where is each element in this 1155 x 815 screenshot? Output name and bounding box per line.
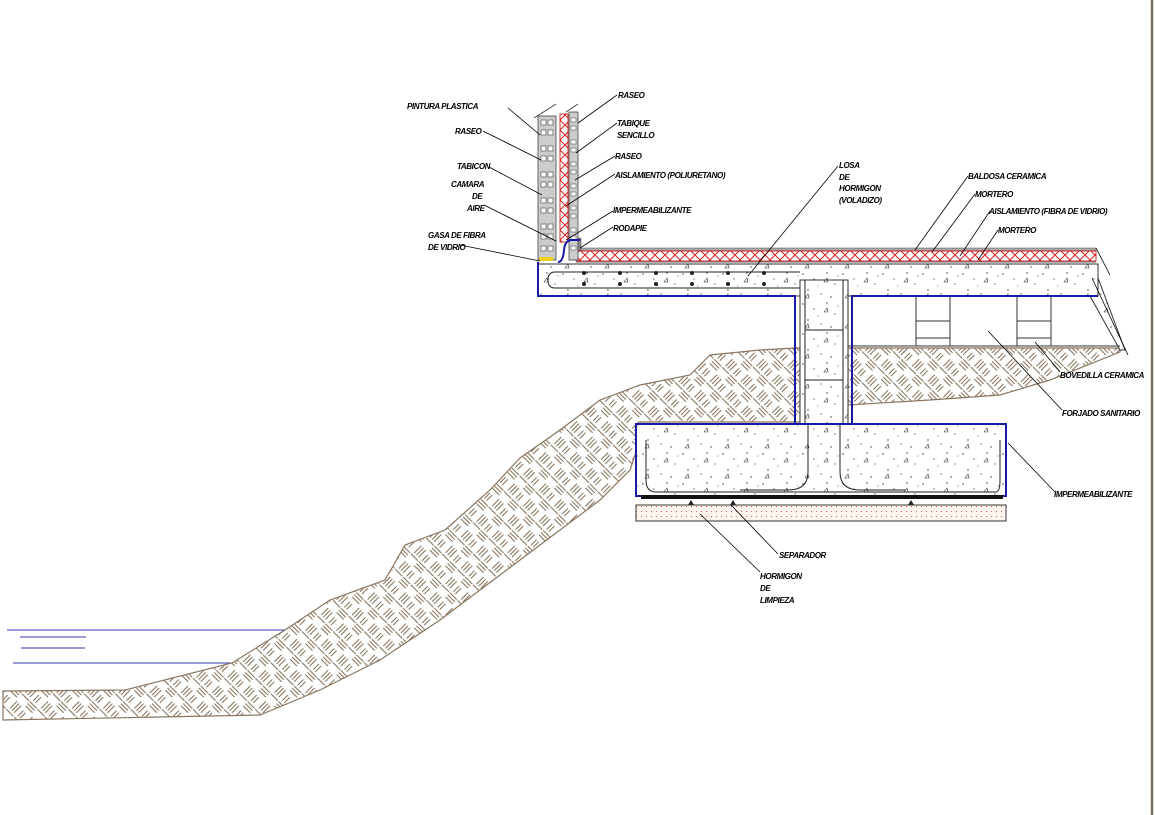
floor-insulation — [575, 250, 1097, 262]
lean-concrete — [635, 504, 1007, 522]
water-level-lines — [7, 629, 285, 664]
label-camara-1: CAMARA — [451, 180, 485, 189]
label-hormigon-limpieza-3: LIMPIEZA — [760, 596, 795, 605]
label-camara-3: AIRE — [466, 204, 486, 213]
footing — [635, 423, 1007, 497]
label-tabique-2: SENCILLO — [617, 131, 655, 140]
bovedilla-blocks — [848, 295, 1120, 347]
label-camara-2: DE — [472, 192, 483, 201]
label-aislamiento-fibra: AISLAMIENTO (FIBRA DE VIDRIO) — [988, 207, 1108, 216]
terrain-soil — [2, 347, 801, 721]
label-losa-2: DE — [839, 173, 850, 182]
label-impermeabilizante-right: IMPERMEABILIZANTE — [1054, 490, 1133, 499]
label-bovedilla-ceramica: BOVEDILLA CERAMICA — [1060, 371, 1145, 380]
wall-insulation — [559, 113, 569, 243]
label-baldosa-ceramica: BALDOSA CERAMICA — [968, 172, 1047, 181]
column — [799, 279, 849, 426]
label-gasa-1: GASA DE FIBRA — [428, 231, 486, 240]
label-losa-1: LOSA — [839, 161, 860, 170]
label-mortero-2: MORTERO — [998, 226, 1037, 235]
footing-bottom-bar — [641, 495, 1003, 499]
label-pintura-plastica: PINTURA PLASTICA — [407, 102, 479, 111]
leader-lines — [459, 94, 1129, 573]
label-mortero-1: MORTERO — [975, 190, 1014, 199]
wall-tabicon — [533, 103, 557, 261]
wall-tabique — [565, 103, 582, 261]
label-losa-4: (VOLADIZO) — [839, 196, 882, 205]
label-gasa-2: DE VIDRIO — [428, 243, 466, 252]
label-tabique-1: TABIQUE — [617, 119, 651, 128]
label-losa-3: HORMIGON — [839, 184, 881, 193]
annotation-labels: PINTURA PLASTICA RASEO TABICON CAMARA DE… — [407, 91, 1145, 605]
label-hormigon-limpieza-2: DE — [760, 584, 771, 593]
label-impermeabilizante-top: IMPERMEABILIZANTE — [613, 206, 692, 215]
label-raseo-top: RASEO — [618, 91, 646, 100]
label-forjado-sanitario: FORJADO SANITARIO — [1062, 409, 1141, 418]
slab-reinforcement — [547, 271, 800, 289]
label-separador: SEPARADOR — [779, 551, 827, 560]
floor-finish-tile — [575, 247, 1097, 252]
label-rodapie: RODAPIE — [613, 224, 648, 233]
label-tabicon: TABICON — [457, 162, 491, 171]
waterproofing-line — [537, 262, 796, 425]
label-raseo-left: RASEO — [455, 127, 483, 136]
label-raseo-mid: RASEO — [615, 152, 643, 161]
label-hormigon-limpieza-1: HORMIGON — [760, 572, 802, 581]
label-aislamiento-poliuretano: AISLAMIENTO (POLIURETANO) — [614, 171, 726, 180]
